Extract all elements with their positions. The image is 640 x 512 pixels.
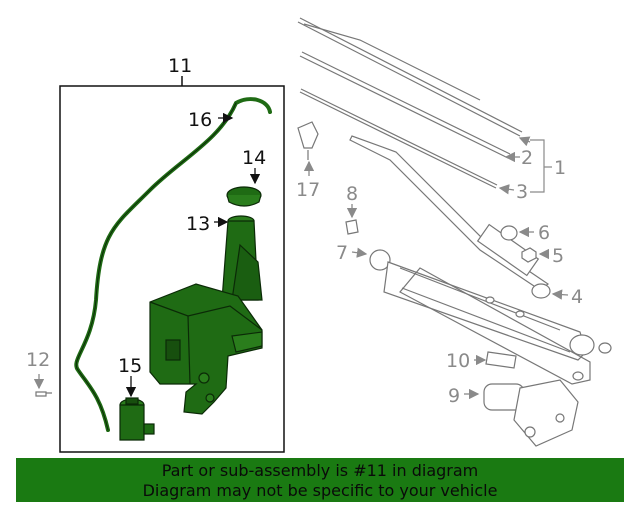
label-17: 17	[296, 179, 320, 201]
label-6: 6	[538, 222, 550, 244]
label-15: 15	[118, 355, 142, 377]
wiper-blade	[297, 17, 523, 159]
label-13: 13	[186, 213, 210, 235]
leader-lines-dark	[125, 112, 261, 398]
wiper-linkage	[369, 249, 612, 385]
label-10: 10	[446, 350, 470, 372]
washer-reservoir	[149, 215, 263, 415]
nozzle-17	[297, 121, 319, 160]
label-1: 1	[554, 157, 566, 179]
label-3: 3	[516, 181, 528, 203]
label-9: 9	[448, 385, 460, 407]
pivot-cap	[500, 225, 518, 241]
banner-line-1: Part or sub-assembly is #11 in diagram	[161, 461, 479, 480]
label-12: 12	[26, 349, 50, 371]
label-14: 14	[242, 147, 266, 169]
label-4: 4	[571, 286, 583, 308]
banner-line-2: Diagram may not be specific to your vehi…	[142, 481, 498, 500]
nut	[521, 247, 537, 263]
wiper-arm	[349, 135, 551, 299]
label-7: 7	[336, 242, 348, 264]
wiper-motor	[483, 379, 579, 447]
label-2: 2	[521, 147, 533, 169]
parts-diagram: 11 16 14 13 15 2 1 3 17 8 6 7 5 4 10 12 …	[26, 17, 612, 453]
wiper-refill	[299, 88, 498, 189]
bolt-12	[35, 391, 52, 397]
info-banner: Part or sub-assembly is #11 in diagram D…	[16, 458, 624, 502]
assembly-11-box	[59, 85, 285, 453]
clip-8	[345, 219, 359, 235]
leader-lines-grey	[33, 136, 569, 400]
motor-bracket	[485, 351, 517, 369]
callout-bracket-1	[530, 139, 552, 193]
washer-pump	[119, 397, 155, 441]
label-5: 5	[552, 245, 564, 267]
label-16: 16	[188, 109, 212, 131]
label-8: 8	[346, 183, 358, 205]
label-11: 11	[168, 55, 192, 77]
